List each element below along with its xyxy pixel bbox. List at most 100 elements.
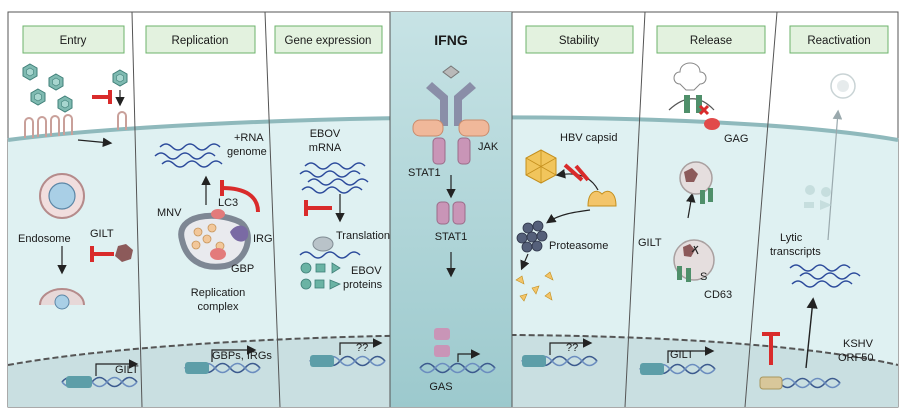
irg-protein [230, 225, 249, 242]
hbv-capsid-icon [525, 149, 557, 184]
stat1-left [432, 137, 446, 165]
viral-proteins [191, 223, 225, 251]
gilt-protein-icon [683, 244, 695, 257]
membrane-receptors [24, 111, 127, 138]
arrow [686, 192, 696, 219]
entry-panel: Endosome GILT GILT [18, 63, 139, 388]
label-genome: genome [227, 146, 267, 158]
header-stability-box [525, 25, 634, 54]
header-reactivation: Reactivation [807, 35, 870, 47]
stat1-dimer-b [452, 201, 466, 225]
transcription-arrow [339, 338, 383, 355]
virion-icon [30, 88, 46, 106]
header-stability: Stability [559, 35, 600, 47]
stability-panel: HBV capsid Proteasome ?? [515, 132, 617, 367]
cd63-protein [696, 95, 702, 113]
header-entry-box [22, 25, 125, 54]
label-irg: IRG [253, 233, 273, 245]
header-replication: Replication [172, 35, 229, 47]
proteasome-icon [516, 220, 548, 253]
label-translation: Translation [336, 230, 390, 242]
label-lytic: Lytic [780, 232, 803, 244]
arrow [520, 253, 530, 271]
label-cd63: CD63 [704, 289, 732, 301]
stat1-right [457, 137, 471, 165]
arrow [555, 169, 599, 191]
label-complex: complex [198, 301, 239, 313]
budding-membrane [668, 98, 715, 111]
promoter [66, 376, 92, 388]
ghost-virion [830, 73, 856, 99]
label-gas: GAS [429, 381, 452, 393]
label-transcripts: transcripts [770, 246, 821, 258]
cleavage-icon [691, 245, 699, 255]
inhibit-cross [698, 104, 710, 116]
arrow [77, 137, 113, 148]
label-lc3: LC3 [218, 197, 238, 209]
jak-right [458, 119, 490, 137]
budding-virion-icon [673, 62, 707, 91]
label-gag: GAG [724, 133, 748, 145]
label-unknown-gene-2: ?? [566, 342, 578, 354]
transcription-arrow [457, 349, 481, 362]
hbv-dimer-icon [587, 190, 617, 207]
header-gene-expression-box [274, 25, 383, 54]
label-mrna: mRNA [309, 142, 342, 154]
label-gilt: GILT [90, 228, 114, 240]
header-reactivation-box [789, 25, 889, 54]
cd63-protein [700, 190, 705, 204]
transcription-arrow [549, 338, 593, 355]
label-gbp: GBP [231, 263, 254, 275]
transcription-arrow [667, 346, 715, 363]
promoter [522, 355, 546, 367]
gene-expression-panel: EBOV mRNA Translation EBOV proteins ?? [299, 128, 390, 367]
label-stat1-bottom: STAT1 [435, 231, 468, 243]
virion-core [54, 294, 70, 310]
promoter [310, 355, 334, 367]
label-kshv: KSHV [843, 338, 874, 350]
transcription-arrow [95, 359, 139, 376]
cd63-protein [677, 266, 682, 280]
jak-left [412, 119, 444, 137]
label-endosome: Endosome [18, 233, 71, 245]
header-release-box [656, 25, 766, 54]
faint-viral-proteins [804, 185, 832, 210]
label-hbv-capsid: HBV capsid [560, 132, 617, 144]
ribosome-icon [312, 236, 334, 252]
transcription-arrow [211, 345, 257, 362]
lc3-protein [211, 209, 225, 219]
gilt-protein-icon [115, 244, 133, 262]
label-ebov-2: EBOV [351, 265, 382, 277]
label-gilt-release: GILT [638, 237, 662, 249]
gbp-protein [210, 248, 226, 260]
label-replication: Replication [191, 287, 245, 299]
inhibit-bar [574, 164, 590, 182]
promoter [185, 362, 209, 374]
arrow [805, 297, 818, 369]
promoter [640, 363, 664, 375]
cd63-protein [686, 268, 691, 282]
label-gilt-gene-release: GILT [670, 349, 694, 361]
release-panel: GAG GILT S CD63 GILT [638, 62, 748, 375]
virion-icon [57, 95, 73, 113]
label-jak: JAK [478, 141, 499, 153]
virion-icon [48, 73, 64, 91]
inhibit-arc [221, 186, 260, 213]
label-orf50: ORF50 [838, 352, 873, 364]
panel-headers: Entry Replication Gene expression IFNG S… [22, 25, 889, 54]
label-mnv: MNV [157, 207, 182, 219]
cd63-protein [684, 95, 690, 113]
ifng-panel: JAK STAT1 STAT1 GAS [408, 65, 499, 393]
virion-icon [112, 69, 128, 87]
column-dividers [131, 11, 778, 408]
capsid-fragments [515, 271, 554, 302]
header-replication-box [145, 25, 256, 54]
stat1-bound-b [434, 345, 450, 357]
ebov-proteins [300, 262, 341, 290]
replication-panel: +RNA genome LC3 MNV IRG GBP Replication … [154, 132, 273, 374]
header-entry: Entry [60, 35, 87, 47]
label-unknown-gene: ?? [356, 342, 368, 354]
label-gilt-gene: GILT [115, 364, 139, 376]
